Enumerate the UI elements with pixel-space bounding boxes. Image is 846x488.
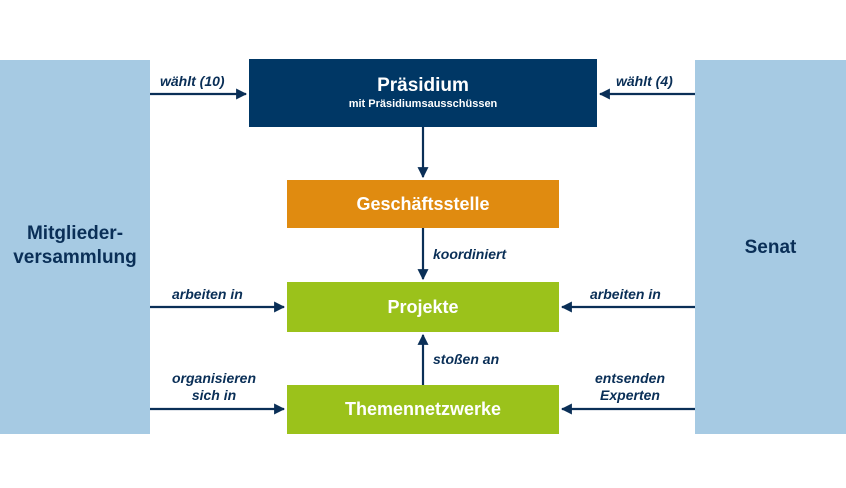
senat-panel: Senat [695,60,846,434]
label-right-arbeiten: arbeiten in [590,286,661,302]
label-koordiniert: koordiniert [433,246,507,262]
projekte-label: Projekte [387,296,459,317]
senat-label: Senat [744,237,797,258]
mitgliederversammlung-panel: Mitglieder- versammlung [0,60,150,434]
label-left-waehlt: wählt (10) [160,73,225,89]
label-left-arbeiten: arbeiten in [172,286,243,302]
geschaeftsstelle-label: Geschäftsstelle [356,193,490,214]
label-right-waehlt: wählt (4) [616,73,673,89]
praesidium-box: Präsidium mit Präsidiumsausschüssen [249,59,597,127]
projekte-box: Projekte [287,282,559,332]
label-left-organisieren: organisieren sich in [171,370,257,403]
praesidium-subtitle: mit Präsidiumsausschüssen [348,97,498,110]
themennetzwerke-box: Themennetzwerke [287,385,559,434]
label-stossen-an: stoßen an [433,351,500,367]
mitgliederversammlung-label: Mitglieder- versammlung [13,223,137,268]
praesidium-title: Präsidium [377,74,469,96]
geschaeftsstelle-box: Geschäftsstelle [287,180,559,228]
themennetzwerke-label: Themennetzwerke [344,399,502,419]
label-right-entsenden: entsenden Experten [594,370,665,403]
